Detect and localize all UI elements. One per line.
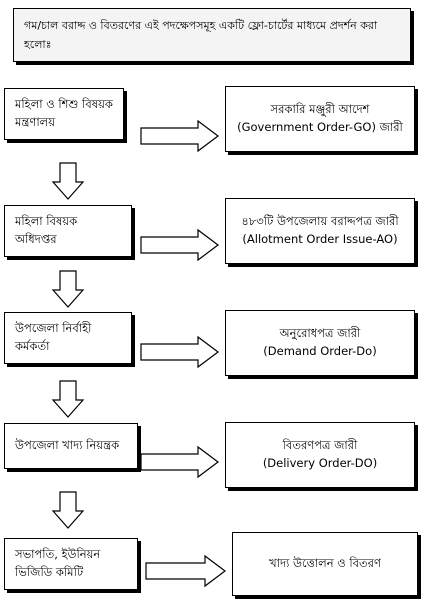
right-arrow-icon	[140, 228, 219, 262]
step-3-action-box: অনুরোধপত্র জারী (Demand Order-Do)	[225, 310, 415, 376]
step-1-authority-box: মহিলা ও শিশু বিষয়ক মন্ত্রণালয়	[4, 88, 124, 140]
down-arrow-icon	[51, 380, 85, 418]
step-2-action-line-2: (Allotment Order Issue-AO)	[242, 232, 398, 246]
step-5-authority-line-1: সভাপতি, ইউনিয়ন	[15, 547, 101, 562]
step-2-authority-box: মহিলা বিষয়ক অধিদপ্তর	[4, 205, 132, 257]
right-arrow-icon	[140, 445, 219, 479]
step-5-authority-line-2: ভিজিডি কমিটি	[15, 565, 84, 579]
right-arrow-icon	[140, 335, 219, 369]
step-3-authority-line-2: কর্মকর্তা	[15, 339, 50, 353]
step-3-authority-line-1: উপজেলা নির্বাহী	[15, 321, 92, 336]
step-4-authority-line-1: উপজেলা খাদ্য নিয়ন্ত্রক	[15, 438, 120, 453]
step-3-authority-box: উপজেলা নির্বাহী কর্মকর্তা	[4, 312, 132, 364]
flowchart-caption-box: গম/চাল বরাদ্দ ও বিতরণের এই পদক্ষেপসমূহ এ…	[13, 8, 411, 62]
step-2-action-box: ৪৮৩টি উপজেলায় বরাদ্দপত্র জারী (Allotmen…	[225, 198, 415, 264]
step-1-action-box: সরকারি মঞ্জুরী আদেশ (Government Order-GO…	[225, 86, 415, 152]
step-2-authority-line-2: অধিদপ্তর	[15, 232, 57, 246]
step-2-authority-line-1: মহিলা বিষয়ক	[15, 214, 78, 229]
step-3-action-line-2: (Demand Order-Do)	[263, 344, 377, 358]
down-arrow-icon	[51, 162, 85, 200]
right-arrow-icon	[145, 554, 226, 588]
flowchart-caption: গম/চাল বরাদ্দ ও বিতরণের এই পদক্ষেপসমূহ এ…	[24, 19, 378, 51]
step-1-action-line-2: (Government Order-GO) জারী	[237, 120, 403, 134]
step-4-action-box: বিতরণপত্র জারী (Delivery Order-DO)	[225, 422, 415, 488]
step-1-authority-line-1: মহিলা ও শিশু বিষয়ক	[15, 97, 113, 112]
step-5-action-line-1: খাদ্য উত্তোলন ও বিতরণ	[269, 556, 381, 571]
step-1-authority-line-2: মন্ত্রণালয়	[15, 115, 56, 129]
step-2-action-line-1: ৪৮৩টি উপজেলায় বরাদ্দপত্র জারী	[241, 214, 399, 229]
step-4-authority-box: উপজেলা খাদ্য নিয়ন্ত্রক	[4, 423, 138, 469]
step-4-action-line-1: বিতরণপত্র জারী	[282, 438, 358, 453]
right-arrow-icon	[140, 119, 219, 153]
step-1-action-line-1: সরকারি মঞ্জুরী আদেশ	[270, 102, 370, 117]
down-arrow-icon	[51, 270, 85, 308]
step-5-authority-box: সভাপতি, ইউনিয়ন ভিজিডি কমিটি	[4, 538, 138, 590]
down-arrow-icon	[51, 491, 85, 529]
step-5-action-box: খাদ্য উত্তোলন ও বিতরণ	[232, 532, 418, 596]
step-3-action-line-1: অনুরোধপত্র জারী	[279, 326, 361, 341]
step-4-action-line-2: (Delivery Order-DO)	[262, 456, 378, 470]
